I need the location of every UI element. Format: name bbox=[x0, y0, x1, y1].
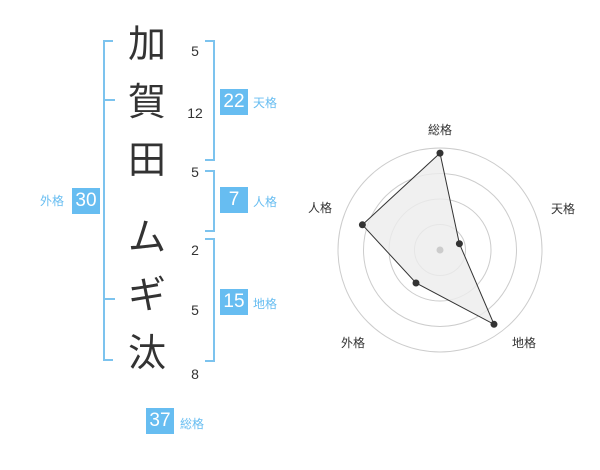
radar-axis-label-chikaku: 地格 bbox=[512, 335, 536, 350]
radar-ring bbox=[337, 147, 543, 353]
name-char-1: 加 bbox=[127, 22, 166, 66]
jinkaku-bracket bbox=[205, 170, 215, 232]
radar-center-dot bbox=[436, 246, 444, 254]
stroke-count-4: 2 bbox=[191, 242, 199, 258]
name-char-4: ム bbox=[127, 215, 166, 259]
chikaku-bracket bbox=[205, 238, 215, 362]
soukaku-value-badge: 37 bbox=[146, 408, 174, 434]
chikaku-label: 地格 bbox=[253, 297, 278, 311]
radar-axis-label-soukaku: 総格 bbox=[428, 122, 452, 137]
stroke-count-6: 8 bbox=[191, 366, 199, 382]
name-char-2: 賀 bbox=[127, 80, 166, 124]
gaikaku-bracket bbox=[103, 40, 113, 361]
radar-point-4 bbox=[358, 221, 366, 229]
name-char-6: 汰 bbox=[127, 331, 166, 375]
jinkaku-value-badge: 7 bbox=[220, 187, 248, 213]
gaikaku-value-badge: 30 bbox=[72, 188, 100, 214]
soukaku-label: 総格 bbox=[180, 417, 205, 431]
stroke-count-1: 5 bbox=[191, 43, 199, 59]
jinkaku-label: 人格 bbox=[253, 195, 278, 209]
gaikaku-tick-upper bbox=[105, 99, 115, 101]
stroke-count-5: 5 bbox=[191, 302, 199, 318]
stroke-count-3: 5 bbox=[191, 164, 199, 180]
name-char-3: 田 bbox=[127, 138, 166, 182]
stroke-count-2: 12 bbox=[187, 105, 203, 121]
radar-point-2 bbox=[490, 320, 498, 328]
radar-polygon bbox=[361, 152, 496, 326]
gaikaku-label: 外格 bbox=[40, 194, 65, 208]
tenkaku-value-badge: 22 bbox=[220, 89, 248, 115]
radar-axis-label-gaikaku: 外格 bbox=[341, 335, 365, 350]
radar-point-3 bbox=[412, 279, 420, 287]
radar-point-0 bbox=[436, 149, 444, 157]
name-char-5: ギ bbox=[127, 273, 166, 317]
gaikaku-tick-lower bbox=[105, 298, 115, 300]
tenkaku-bracket bbox=[205, 40, 215, 161]
radar-chart: 総格 天格 地格 外格 人格 bbox=[308, 122, 575, 353]
radar-points bbox=[358, 149, 498, 328]
radar-axis-label-tenkaku: 天格 bbox=[551, 201, 575, 216]
radar-point-1 bbox=[455, 240, 463, 248]
tenkaku-label: 天格 bbox=[253, 96, 278, 110]
chikaku-value-badge: 15 bbox=[220, 289, 248, 315]
radar-axis-label-jinkaku: 人格 bbox=[308, 200, 332, 215]
